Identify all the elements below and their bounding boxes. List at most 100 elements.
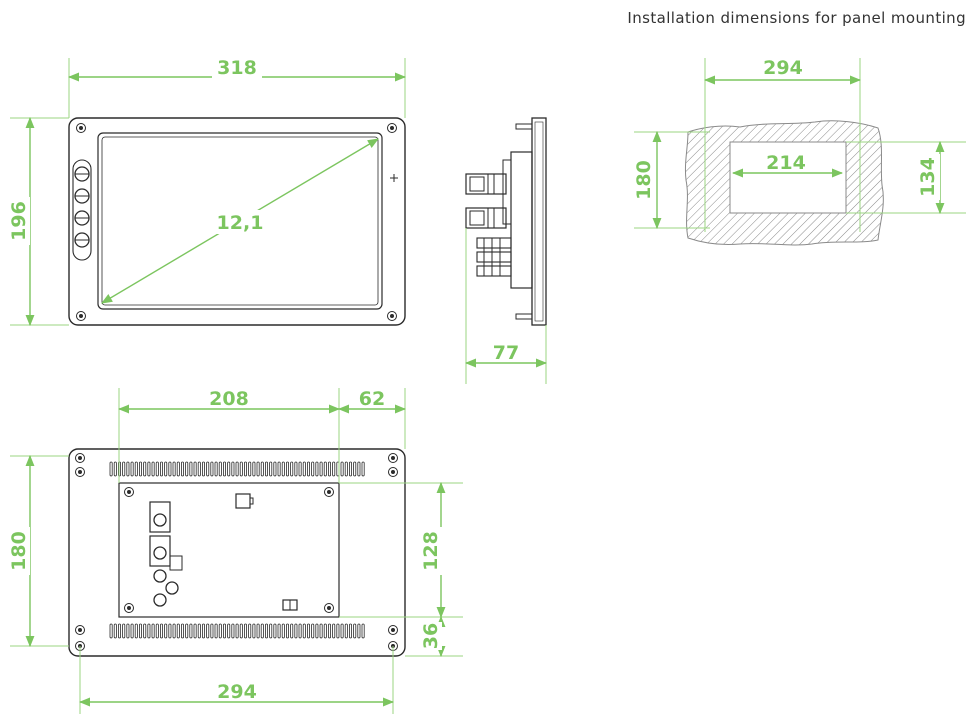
front-view: 318 196 12,1 [8, 56, 407, 327]
screw-icon [76, 123, 86, 133]
vent-slot [180, 461, 184, 477]
vent-slot [172, 461, 176, 477]
side-depth-label: 77 [493, 342, 519, 364]
screw-icon [387, 311, 397, 321]
vent-slot [189, 461, 193, 477]
vent-slot [138, 461, 142, 477]
vent-slot [248, 461, 252, 477]
vent-slot [155, 461, 159, 477]
vent-slot [353, 623, 357, 639]
vent-slot [193, 623, 197, 639]
vent-slot [210, 623, 214, 639]
vent-slot [332, 461, 336, 477]
vent-slot [180, 623, 184, 639]
vent-slot [357, 623, 361, 639]
vent-slot [218, 461, 222, 477]
screw-icon [388, 625, 398, 635]
rear-inner-panel [118, 482, 340, 618]
vent-slot [206, 623, 210, 639]
vent-slots-top [109, 461, 365, 477]
vent-slot [298, 623, 302, 639]
vent-slot [302, 461, 306, 477]
vent-slot [264, 623, 268, 639]
vent-slot [201, 461, 205, 477]
vent-slot [260, 461, 264, 477]
screw-icon [75, 467, 85, 477]
vent-slot [164, 461, 168, 477]
vent-slot [302, 623, 306, 639]
front-buttons [74, 166, 90, 248]
cutout-inner-width-label: 214 [766, 152, 806, 174]
rear-offset-right-label: 62 [359, 388, 385, 410]
vent-slot [151, 461, 155, 477]
vent-slot [273, 623, 277, 639]
vent-slot [235, 623, 239, 639]
side-connector-top [465, 173, 507, 195]
vent-slot [281, 623, 285, 639]
vent-slot [130, 461, 134, 477]
diagonal-label: 12,1 [217, 212, 264, 234]
vent-slot [147, 623, 151, 639]
vent-slot [126, 623, 130, 639]
vent-slot [168, 623, 172, 639]
vent-slot [227, 461, 231, 477]
rear-housing [68, 448, 406, 657]
vent-slot [231, 461, 235, 477]
vent-slot [353, 461, 357, 477]
vent-slot [113, 461, 117, 477]
vent-slot [344, 461, 348, 477]
vent-slot [143, 461, 147, 477]
vent-slot [109, 461, 113, 477]
rear-hole-spacing-label: 294 [217, 681, 257, 703]
vent-slot [206, 461, 210, 477]
vent-slot [151, 623, 155, 639]
vent-slot [348, 623, 352, 639]
vent-slot [285, 461, 289, 477]
vent-slot [260, 623, 264, 639]
vent-slot [323, 623, 327, 639]
vent-slot [252, 461, 256, 477]
vent-slot [176, 623, 180, 639]
side-connector-bottom [465, 207, 507, 229]
rear-connectors [149, 493, 298, 611]
vent-slot [231, 623, 235, 639]
vent-slot [273, 461, 277, 477]
vent-slot [306, 461, 310, 477]
front-display-outer [97, 132, 383, 310]
side-stud [515, 313, 533, 320]
vent-slot [315, 623, 319, 639]
vent-slot [168, 461, 172, 477]
vent-slot [218, 623, 222, 639]
screw-icon [124, 487, 134, 497]
vent-slot [176, 461, 180, 477]
front-width-label: 318 [217, 57, 257, 79]
vent-slot [239, 461, 243, 477]
vent-slot [239, 623, 243, 639]
vent-slot [327, 461, 331, 477]
vent-slot [290, 623, 294, 639]
side-chassis [510, 151, 533, 289]
vent-slot [306, 623, 310, 639]
vent-slot [147, 461, 151, 477]
vent-slot [243, 461, 247, 477]
vent-slot [323, 461, 327, 477]
vent-slot [235, 461, 239, 477]
vent-slot [185, 623, 189, 639]
vent-slot [126, 461, 130, 477]
vent-slot [336, 623, 340, 639]
screw-icon [388, 467, 398, 477]
vent-slot [315, 461, 319, 477]
vent-slot [227, 623, 231, 639]
side-view: 77 [464, 117, 548, 384]
screw-icon [324, 487, 334, 497]
vent-slot [222, 623, 226, 639]
vent-slot [294, 623, 298, 639]
vent-slot [269, 623, 273, 639]
vent-slot [189, 623, 193, 639]
screw-icon [75, 453, 85, 463]
screw-icon [124, 603, 134, 613]
vent-slot [348, 461, 352, 477]
vent-slot [344, 623, 348, 639]
vent-slot [134, 623, 138, 639]
